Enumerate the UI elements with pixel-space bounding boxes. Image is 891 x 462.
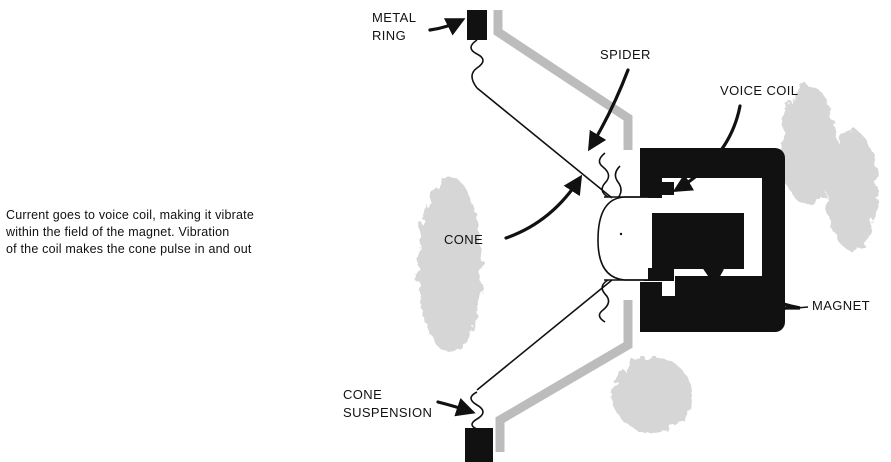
caption-line-2: within the field of the magnet. Vibratio…	[6, 225, 230, 239]
speaker-frame	[493, 10, 633, 452]
cone-dome	[597, 196, 648, 281]
label-metal-ring-line1: METAL	[372, 10, 417, 25]
label-metal-ring: METAL RING	[372, 9, 416, 45]
dome-center-dot	[619, 232, 623, 236]
voice-coil-arrow	[672, 104, 742, 192]
cone-suspension-arrow	[436, 398, 476, 417]
magnet-frame-right	[762, 148, 785, 332]
metal-ring-top	[467, 10, 487, 40]
magnet-frame-bottom	[640, 300, 785, 332]
background-smudges	[418, 85, 878, 433]
metal-ring-arrow	[428, 18, 466, 36]
spider-arrow	[587, 68, 630, 152]
label-cone-suspension-line2: SUSPENSION	[343, 405, 433, 420]
voice-coil-top	[644, 182, 674, 195]
label-voice-coil: VOICE COIL	[720, 83, 799, 98]
label-metal-ring-line2: RING	[372, 28, 407, 43]
label-arrows	[428, 18, 801, 417]
voice-coil-bottom	[644, 268, 674, 281]
label-magnet: MAGNET	[812, 298, 871, 313]
caption-line-1: Current goes to voice coil, making it vi…	[6, 208, 254, 222]
metal-ring-bottom	[465, 428, 493, 462]
label-cone: CONE	[444, 232, 484, 247]
magnet-frame-left-bottom	[640, 282, 662, 332]
magnet-leader	[784, 306, 809, 310]
spider-suspension	[598, 152, 622, 323]
speaker-cone	[476, 87, 613, 391]
magnet-body	[640, 148, 784, 332]
caption-line-3: of the coil makes the cone pulse in and …	[6, 242, 252, 256]
label-cone-suspension-line1: CONE	[343, 387, 383, 402]
label-cone-suspension: CONE SUSPENSION	[343, 386, 432, 422]
diagram-caption: Current goes to voice coil, making it vi…	[6, 207, 386, 258]
label-spider: SPIDER	[600, 47, 651, 62]
cone-arrow	[504, 174, 583, 240]
magnet-pole	[652, 213, 744, 269]
